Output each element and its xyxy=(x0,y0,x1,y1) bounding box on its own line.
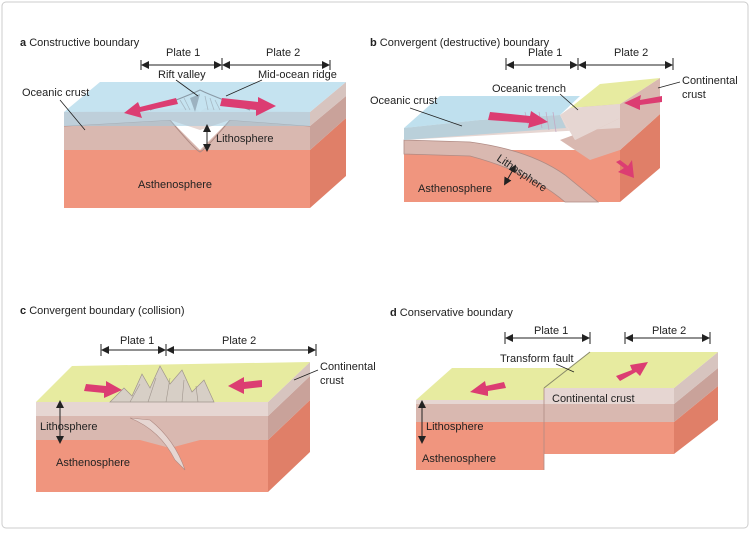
panel-b-asthenosphere-label: Asthenosphere xyxy=(418,183,492,195)
panel-d-title: d Conservative boundary xyxy=(390,307,513,319)
panel-b-continent-surface xyxy=(570,78,660,108)
panel-b-oceanic-crust-label: Oceanic crust xyxy=(370,95,437,107)
panel-c-root xyxy=(129,417,186,471)
panel-c-plate2-label: Plate 2 xyxy=(222,335,256,347)
panel-d-asthenosphere-label: Asthenosphere xyxy=(422,453,496,465)
panel-c-lithosphere xyxy=(36,416,268,448)
panel-c-lithosphere-side xyxy=(268,376,310,440)
panel-d-plate1-lithosphere xyxy=(416,404,544,422)
panel-a-plate1-arrow xyxy=(124,98,178,118)
panel-b-oceanic-crust-leader xyxy=(409,107,463,127)
panel-c-title: c Convergent boundary (collision) xyxy=(20,305,185,317)
panel-d-plate1-asthenosphere xyxy=(416,422,544,470)
panel-b-trench-leader xyxy=(559,93,579,111)
panel-d-lithosphere-label: Lithosphere xyxy=(426,421,484,433)
panel-b-subduction-arrow xyxy=(616,160,634,178)
panel-d-plate1-arrow xyxy=(470,381,506,396)
panel-d-plate2-lithosphere xyxy=(544,404,674,422)
panel-a-crust-side xyxy=(310,82,346,126)
panel-d-plate2-asthenosphere-side xyxy=(674,386,718,454)
panel-a-oceanic-crust-leader xyxy=(59,99,86,131)
panel-d-fault-leader xyxy=(555,363,575,373)
panel-c-plate1-arrow xyxy=(84,381,122,398)
panel-b-oceanic-trench-label: Oceanic trench xyxy=(492,83,566,95)
panel-a-lithosphere-label: Lithosphere xyxy=(216,133,274,145)
panel-b-continent-front xyxy=(560,104,620,140)
panel-b-title: b Convergent (destructive) boundary xyxy=(370,37,550,49)
panel-a-lithosphere-left xyxy=(64,120,200,150)
panel-a-plate2-arrow xyxy=(220,97,276,116)
panel-b-continental-crust-label-1: Continental xyxy=(682,75,738,87)
panel-d-plate1-crust xyxy=(416,400,544,404)
panel-d-plate2-surface xyxy=(544,352,718,388)
panel-a-plate2-label: Plate 2 xyxy=(266,47,300,59)
panel-c-plate1-label: Plate 1 xyxy=(120,335,154,347)
panel-b-ocean-surface xyxy=(404,96,580,128)
panel-b-plate2-arrow xyxy=(624,95,662,110)
panel-a-title: a Constructive boundary xyxy=(20,37,140,49)
panel-c-asthenosphere xyxy=(36,440,268,492)
panel-d-fault-line xyxy=(543,351,591,389)
panel-d-plate2-label: Plate 2 xyxy=(652,325,686,337)
panel-c-fold-mountains xyxy=(109,365,215,403)
panel-d: d Conservative boundary Plate 1 Plate 2 … xyxy=(390,307,718,470)
panel-a: a Constructive boundary Plate 1 Plate 2 xyxy=(20,37,346,208)
panel-c-lithosphere-label: Lithosphere xyxy=(40,421,98,433)
panel-c-continental-crust-label-2: crust xyxy=(320,375,344,387)
panel-b-lithosphere-arrow xyxy=(504,164,516,186)
panel-a-plate1-label: Plate 1 xyxy=(166,47,200,59)
panel-b-plate1-arrow xyxy=(488,111,548,128)
panel-a-rift-leader xyxy=(175,79,199,97)
panel-c: c Convergent boundary (collision) Plate … xyxy=(20,305,376,492)
panel-c-crust xyxy=(36,402,268,416)
panel-d-plate2-lithosphere-side xyxy=(674,368,718,422)
panel-d-plate2-crust xyxy=(544,388,674,404)
panel-a-oceanic-crust-label: Oceanic crust xyxy=(22,87,89,99)
panel-b-continental-crust-label-2: crust xyxy=(682,89,706,101)
panel-c-crust-side xyxy=(268,362,310,416)
panel-a-asthenosphere-side xyxy=(310,118,346,208)
panel-a-asthenosphere-label: Asthenosphere xyxy=(138,179,212,191)
panel-c-mountain-folds xyxy=(129,377,199,403)
panel-c-asthenosphere-label: Asthenosphere xyxy=(56,457,130,469)
panel-b: b Convergent (destructive) boundary Plat… xyxy=(370,37,738,203)
panel-a-lithosphere-right xyxy=(200,120,310,150)
panel-a-mid-ocean-ridge-label: Mid-ocean ridge xyxy=(258,69,337,81)
panel-d-plate1-label: Plate 1 xyxy=(534,325,568,337)
panel-d-plate2-arrow xyxy=(616,362,648,381)
panel-a-lithosphere-side xyxy=(310,96,346,150)
panel-a-lithosphere-base xyxy=(63,119,311,153)
panel-d-plate2-crust-side xyxy=(674,352,718,404)
panel-b-continental-leader xyxy=(657,81,681,89)
panel-b-subducting-slab xyxy=(403,139,600,203)
panel-c-continental-crust-label-1: Continental xyxy=(320,361,376,373)
panel-a-ridge-hatching xyxy=(179,95,221,111)
panel-a-rift-valley-label: Rift valley xyxy=(158,69,206,81)
panel-a-rift xyxy=(190,94,200,112)
panel-c-asthenosphere-side xyxy=(268,400,310,492)
panel-d-continental-crust-label: Continental crust xyxy=(552,393,635,405)
panel-c-plate2-arrow xyxy=(228,377,262,394)
panel-a-asthenosphere xyxy=(64,150,310,208)
panel-b-plate1-label: Plate 1 xyxy=(528,47,562,59)
panel-d-plate2-asthenosphere xyxy=(544,422,674,454)
panel-c-continental-leader xyxy=(293,369,319,381)
panel-b-asthenosphere-side xyxy=(620,114,660,202)
panel-a-ocean-front xyxy=(64,112,310,126)
panel-b-plate2-label: Plate 2 xyxy=(614,47,648,59)
panel-d-transform-fault-label: Transform fault xyxy=(500,353,574,365)
panel-a-ridge-leader xyxy=(225,79,263,97)
